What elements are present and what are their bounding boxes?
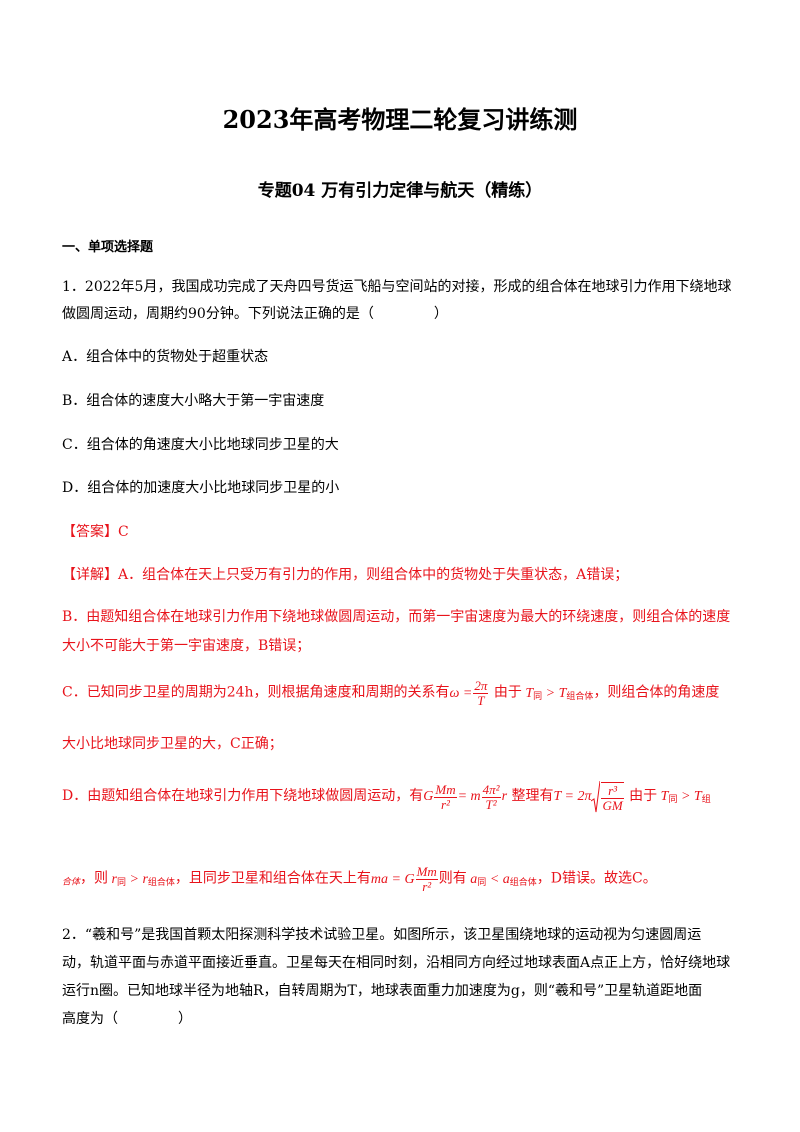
r-symbol: r (111, 871, 117, 887)
q1-stem-text: 做圆周运动，周期约90分钟。下列说法正确的是（ (62, 306, 374, 322)
sub-tong: 同 (533, 690, 543, 701)
q1-option-d: D．组合体的加速度大小比地球同步卫星的小 (62, 480, 340, 496)
numerator: 2π (473, 678, 489, 694)
a-symbol: a (470, 871, 478, 887)
q1-detail-b2: 大小不可能大于第一宇宙速度，B错误； (62, 638, 311, 654)
denominator: GM (602, 797, 623, 813)
detail-d-text: D．由题知组合体在地球引力作用下绕地球做圆周运动，有 (62, 788, 424, 805)
detail-d2-end: ，D错误。故选C。 (536, 870, 657, 887)
q1-detail-b1: B．由题知组合体在地球引力作用下绕地球做圆周运动，而第一宇宙速度为最大的环绕速度… (62, 609, 731, 625)
sub-zuhe: 组合体 (566, 690, 594, 701)
denominator: r² (440, 796, 450, 812)
q1-option-b: B．组合体的速度大小略大于第一宇宙速度 (62, 393, 325, 409)
omega-lhs: ω = (449, 685, 473, 701)
a-symbol: a (502, 871, 510, 887)
g-symbol: G (423, 789, 434, 805)
page-title: 2023年高考物理二轮复习讲练测 (222, 105, 578, 134)
q1-option-c: C．组合体的角速度大小比地球同步卫星的大 (62, 437, 339, 453)
q2-stem-close: ） (178, 1011, 192, 1027)
detail-d-since: 由于 (629, 788, 658, 805)
q1-detail-a: 【详解】A．组合体在天上只受万有引力的作用，则组合体中的货物处于失重状态，A错误… (62, 564, 628, 584)
numerator: Mm (415, 864, 438, 880)
detail-a-text: A．组合体在天上只受万有引力的作用，则组合体中的货物处于失重状态，A错误； (118, 567, 629, 583)
radius-compare: r同 > r组合体 (108, 872, 175, 887)
t-symbol: T (693, 789, 702, 805)
denominator: T (477, 693, 485, 708)
ma-eq: ma = G (370, 871, 415, 887)
detail-d2-text: ，且同步卫星和组合体在天上有 (174, 870, 371, 887)
q1-option-a: A．组合体中的货物处于超重状态 (62, 349, 269, 365)
q1-stem-line2: 做圆周运动，周期约90分钟。下列说法正确的是（ ） (62, 303, 448, 323)
t-eq: T = 2π (553, 789, 592, 805)
t-symbol: T (660, 789, 669, 805)
sub-zu: 组 (701, 794, 711, 805)
q2-line4: 高度为（ ） (62, 1008, 192, 1028)
sub-hetail: 合体 (62, 877, 81, 888)
detail-c-since: 由于 (493, 684, 522, 701)
sqrt-icon (591, 780, 601, 813)
detail-d2-then: ，则 (80, 870, 109, 887)
numerator: Mm (434, 781, 457, 798)
numerator: r³ (601, 783, 624, 799)
denominator: r² (422, 879, 432, 894)
eq-m: = m (457, 789, 481, 805)
gt-symbol: > (125, 871, 143, 887)
r-symbol: r (142, 871, 148, 887)
lt-symbol: < (486, 871, 503, 887)
sub-tong: 同 (477, 876, 487, 887)
q1-detail-c2: 大小比地球同步卫星的大，C正确； (62, 736, 283, 752)
gt-symbol: > (542, 685, 559, 701)
r-symbol: r (501, 789, 508, 805)
period-compare: T同 > T组合体 (522, 685, 594, 701)
denominator: T² (485, 796, 497, 812)
sub-tong: 同 (116, 876, 126, 887)
acceleration-compare: a同 < a组合体 (467, 871, 537, 887)
numerator: 4π² (481, 781, 501, 798)
sub-zuhe: 组合体 (509, 876, 537, 887)
t-symbol: T (558, 685, 567, 701)
detail-c-text: C．已知同步卫星的周期为24h，则根据角速度和周期的关系有 (62, 684, 450, 701)
q2-line1: 2．“羲和号”是我国首颗太阳探测科学技术试验卫星。如图所示，该卫星围绕地球的运动… (62, 927, 702, 943)
q2-line3: 运行n圈。已知地球半径为地轴R，自转周期为T，地球表面重力加速度为g，则“羲和号… (62, 983, 703, 999)
q2-line2: 动，轨道平面与赤道平面接近垂直。卫星每天在相同时刻，沿相同方向经过地球表面A点正… (62, 955, 731, 971)
section-heading: 一、单项选择题 (62, 240, 154, 255)
detail-c-conclusion: ，则组合体的角速度 (593, 684, 720, 701)
sub-tong: 同 (668, 794, 678, 805)
gt-symbol: > (677, 789, 694, 805)
t-symbol: T (525, 685, 534, 701)
period-compare-d: T同 > T组 (657, 789, 711, 804)
detail-label: 【详解】 (62, 567, 118, 583)
q1-answer: 【答案】C (62, 524, 129, 540)
q2-stem-text: 高度为（ (62, 1011, 118, 1027)
detail-d-simplify: 整理有 (511, 788, 554, 805)
sub-zuhe: 组合体 (147, 876, 175, 887)
q1-stem-close: ） (433, 306, 448, 322)
q1-stem-line1: 1．2022年5月，我国成功完成了天舟四号货运飞船与空间站的对接，形成的组合体在… (62, 279, 732, 295)
page-subtitle: 专题04 万有引力定律与航天（精练） (257, 181, 543, 201)
detail-d2-hence: 则有 (438, 870, 467, 887)
